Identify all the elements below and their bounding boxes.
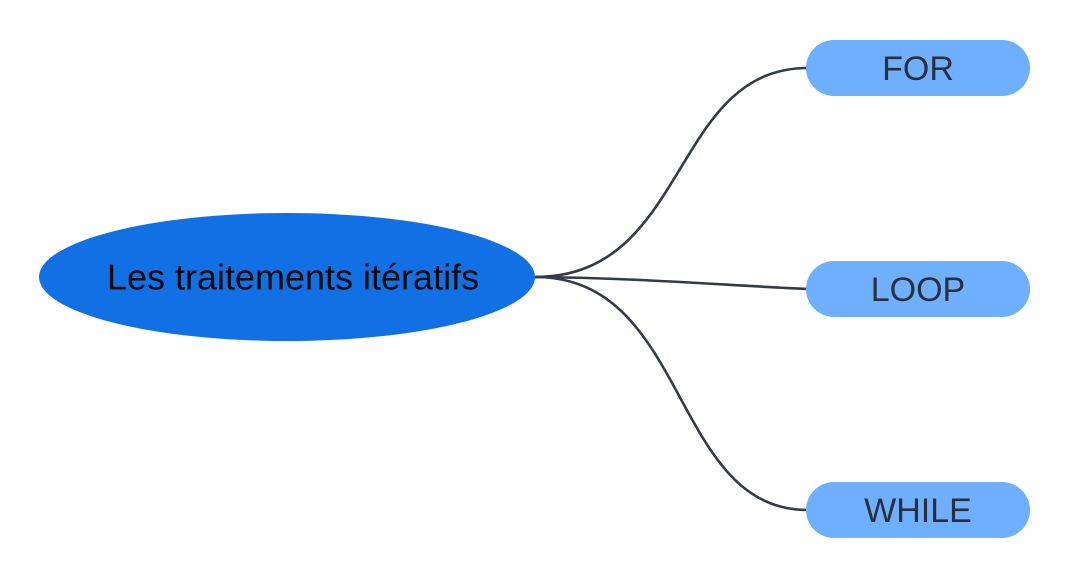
connector-root-to-for bbox=[533, 66, 810, 279]
branch-node-for[interactable]: FOR bbox=[806, 40, 1030, 96]
branch-node-while-shape bbox=[806, 482, 1030, 538]
branch-node-loop-shape bbox=[806, 261, 1030, 317]
branch-node-for-shape bbox=[806, 40, 1030, 96]
branch-node-loop-label: LOOP bbox=[871, 271, 965, 309]
root-node-label: Les traitements itératifs bbox=[107, 257, 479, 298]
connector-root-to-while bbox=[533, 275, 810, 512]
root-node-shape bbox=[39, 213, 535, 341]
connectors bbox=[533, 66, 810, 512]
branch-node-while[interactable]: WHILE bbox=[806, 482, 1030, 538]
connector-root-to-loop bbox=[533, 275, 810, 291]
branch-node-for-label: FOR bbox=[882, 50, 954, 88]
root-node[interactable]: Les traitements itératifs bbox=[39, 213, 535, 341]
branch-node-loop[interactable]: LOOP bbox=[806, 261, 1030, 317]
branch-node-while-label: WHILE bbox=[864, 492, 972, 530]
